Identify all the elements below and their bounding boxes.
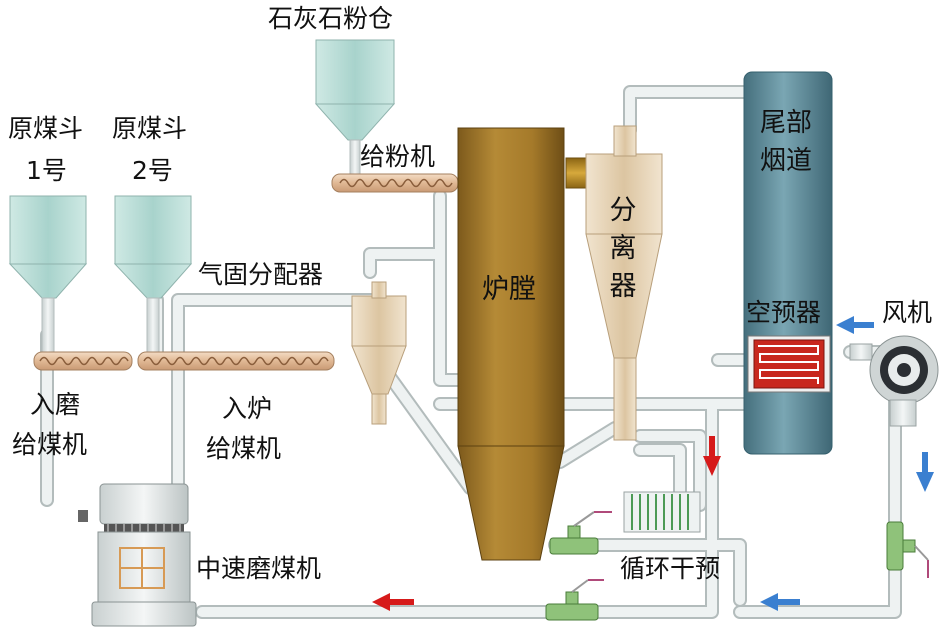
coal-hopper-2-number: 2号 — [132, 156, 173, 185]
valve-lower — [545, 579, 604, 621]
flow-arrow-blue-left-preheater — [836, 316, 874, 334]
coal-hopper-1-title: 原煤斗 — [8, 114, 84, 143]
flow-arrow-blue-down — [916, 452, 934, 492]
gas-solid-distributor-label: 气固分配器 — [198, 260, 324, 289]
air-preheater-label: 空预器 — [746, 298, 822, 327]
coal-hopper-1 — [8, 195, 88, 353]
mill-label: 中速磨煤机 — [196, 554, 322, 583]
flue-label-line1: 尾部 — [760, 108, 813, 138]
gas-solid-distributor — [351, 281, 407, 425]
coal-hopper-1-number: 1号 — [26, 156, 67, 185]
coal-hopper-2-title: 原煤斗 — [112, 114, 188, 143]
powder-feeder-label: 给粉机 — [360, 142, 436, 171]
furnace-feeder-label-line2: 给煤机 — [206, 434, 282, 463]
furnace-label: 炉膛 — [482, 274, 536, 305]
separator-label-char-1: 分 — [609, 195, 637, 226]
separator-label-char-2: 离 — [609, 233, 637, 264]
fan — [849, 335, 939, 427]
flow-arrow-red-left — [372, 593, 414, 611]
furnace-feeder-label-line1: 入炉 — [222, 394, 273, 423]
loop-predry-exchanger — [623, 491, 701, 533]
powder-feeder-screw — [331, 173, 459, 193]
valve-right — [886, 521, 929, 578]
air-preheater — [747, 335, 831, 393]
flue-label-line2: 烟道 — [760, 146, 813, 176]
separator-label-char-3: 器 — [609, 271, 637, 302]
flow-arrow-blue-left-bottom — [760, 593, 800, 611]
mill-feeder-label-line2: 给煤机 — [12, 430, 88, 459]
valve-upper — [549, 511, 612, 555]
furnace — [457, 127, 565, 561]
loop-predry-label: 循环干预 — [620, 554, 721, 583]
coal-hopper-2 — [113, 195, 193, 353]
mill-coal-feeder-screw — [33, 351, 133, 371]
medium-speed-coal-mill — [78, 483, 197, 627]
fan-label: 风机 — [882, 298, 933, 327]
limestone-bin-label: 石灰石粉仓 — [268, 4, 394, 33]
cyclone-separator — [565, 125, 663, 441]
flow-arrow-red-down — [703, 436, 721, 476]
furnace-coal-feeder-screw — [137, 351, 335, 371]
mill-feeder-label-line1: 入磨 — [30, 390, 81, 419]
